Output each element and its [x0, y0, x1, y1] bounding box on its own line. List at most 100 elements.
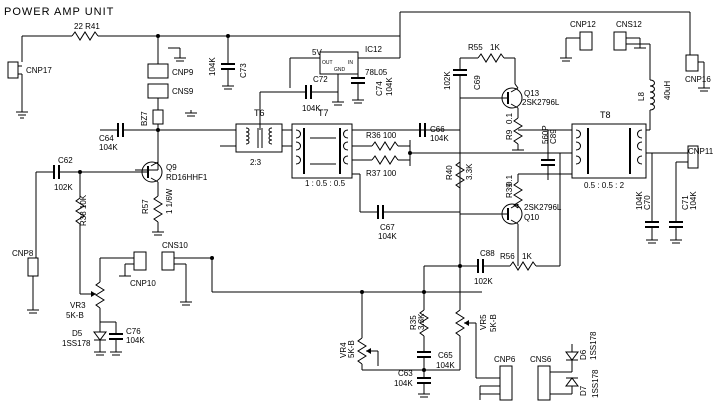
r35-value: 3.3K [417, 313, 426, 330]
d7-diode [565, 377, 579, 394]
bias-rail [212, 290, 482, 294]
c66-capacitor [419, 123, 426, 137]
cns12-label: CNS12 [616, 20, 642, 29]
c71-capacitor [669, 174, 683, 244]
cns9-label: CNS9 [172, 87, 194, 96]
c62-capacitor [35, 165, 140, 250]
d5-diode [93, 322, 107, 356]
r9-value: 0.1 [505, 112, 514, 124]
q13-label: Q13 [524, 89, 540, 98]
c72-label: C72 [313, 75, 328, 84]
c76-capacitor [109, 322, 123, 356]
cnp11-label: CNP11 [688, 147, 714, 156]
vr4-label: VR4 [339, 342, 348, 358]
vr4-potentiometer [357, 292, 460, 371]
r38-resistor [75, 172, 85, 280]
d6-label: D6 [579, 349, 588, 360]
c65-value: 104K [436, 361, 455, 370]
r40-resistor [455, 161, 465, 189]
q13-part: 2SK2796L [522, 98, 560, 107]
c67-capacitor [377, 205, 460, 219]
c73-value: 104K [208, 57, 217, 76]
c74-label: C74 [375, 81, 384, 96]
c64-capacitor [100, 123, 158, 137]
t8-ratio: 0.5 : 0.5 : 2 [584, 181, 625, 190]
r35-resistor [419, 292, 429, 352]
r9-label: R9 [505, 129, 514, 140]
r55-resistor [459, 53, 516, 84]
d5-label: D5 [72, 329, 83, 338]
c65-capacitor [417, 351, 431, 372]
c67-value: 104K [378, 232, 397, 241]
c66-label: C66 [430, 125, 445, 134]
c89-value-label: 560P [541, 125, 550, 144]
r56-resistor [509, 153, 561, 271]
t6-label: T6 [254, 108, 265, 118]
vr3-label: VR3 [70, 301, 86, 310]
ic12-5v: 5V [312, 48, 322, 57]
d5-part: 1SS178 [62, 339, 91, 348]
vr3-potentiometer [79, 280, 116, 323]
r39-value: 0.1 [505, 174, 514, 186]
cns10-label: CNS10 [162, 241, 188, 250]
r41-label: 22 R41 [74, 22, 100, 31]
cnp8-label: CNP8 [12, 249, 34, 258]
vr4-value: 5K-B [347, 340, 356, 358]
c73-label: C73 [239, 63, 248, 78]
r38-label: R38 10K [79, 194, 88, 226]
t7-transformer [291, 123, 353, 179]
r55-value: 1K [490, 43, 500, 52]
cnp9-cns9-connector [147, 36, 186, 110]
c69-label: C69 [473, 75, 482, 90]
c67-label: C67 [380, 223, 395, 232]
t7-ratio: 1 : 0.5 : 0.5 [305, 179, 346, 188]
ic12-label: IC12 [365, 45, 382, 54]
c64-label: C64 [99, 134, 114, 143]
c72-value: 104K [302, 104, 321, 113]
ic12-regulator [289, 36, 401, 106]
c65-label: C65 [438, 351, 453, 360]
c71-label: C71 [681, 195, 690, 210]
c63-capacitor [417, 370, 431, 398]
cnp9-label: CNP9 [172, 68, 194, 77]
r57-label: R57 [141, 199, 150, 214]
ic12-part: 78L05 [365, 68, 388, 77]
ic12-gnd: GND [334, 67, 346, 73]
q10-label: Q10 [524, 213, 540, 222]
r57-resistor [152, 195, 164, 236]
c64-value: 104K [99, 143, 118, 152]
cnp16-connector [685, 54, 710, 92]
r56-label: R56 [500, 252, 515, 261]
t8-transformer [518, 123, 688, 179]
c63-value: 104K [394, 379, 413, 388]
r40-label: R40 [445, 165, 454, 180]
l8-label: L8 [637, 92, 646, 101]
c76-value: 104K [126, 336, 145, 345]
q9-transistor [140, 161, 163, 196]
d7-part: 1SS178 [591, 369, 600, 398]
cns12-connector [613, 31, 651, 80]
r55-label: R55 [468, 43, 483, 52]
cnp6-label: CNP6 [494, 355, 516, 364]
cnp10-label: CNP10 [130, 279, 156, 288]
r36-label: R36 100 [366, 131, 397, 140]
cns6-connector [537, 365, 572, 401]
cnp17-connector [7, 61, 28, 119]
t7-label: T7 [318, 108, 329, 118]
cnp8-connector [27, 250, 39, 314]
c71-value: 104K [689, 191, 698, 210]
q9-label: Q9 [166, 163, 177, 172]
vr3-value: 5K-B [66, 311, 84, 320]
c88-value: 102K [474, 277, 493, 286]
c63-label: C63 [398, 369, 413, 378]
vr5-potentiometer [455, 300, 477, 378]
c88-label: C88 [480, 249, 495, 258]
t6-transformer [200, 123, 292, 153]
q9-part: RD16HHF1 [166, 173, 208, 182]
top-rail [21, 11, 691, 62]
r57-value: 1 1/6W [165, 188, 174, 214]
r37-label: R37 100 [366, 169, 397, 178]
cns6-label: CNS6 [530, 355, 552, 364]
